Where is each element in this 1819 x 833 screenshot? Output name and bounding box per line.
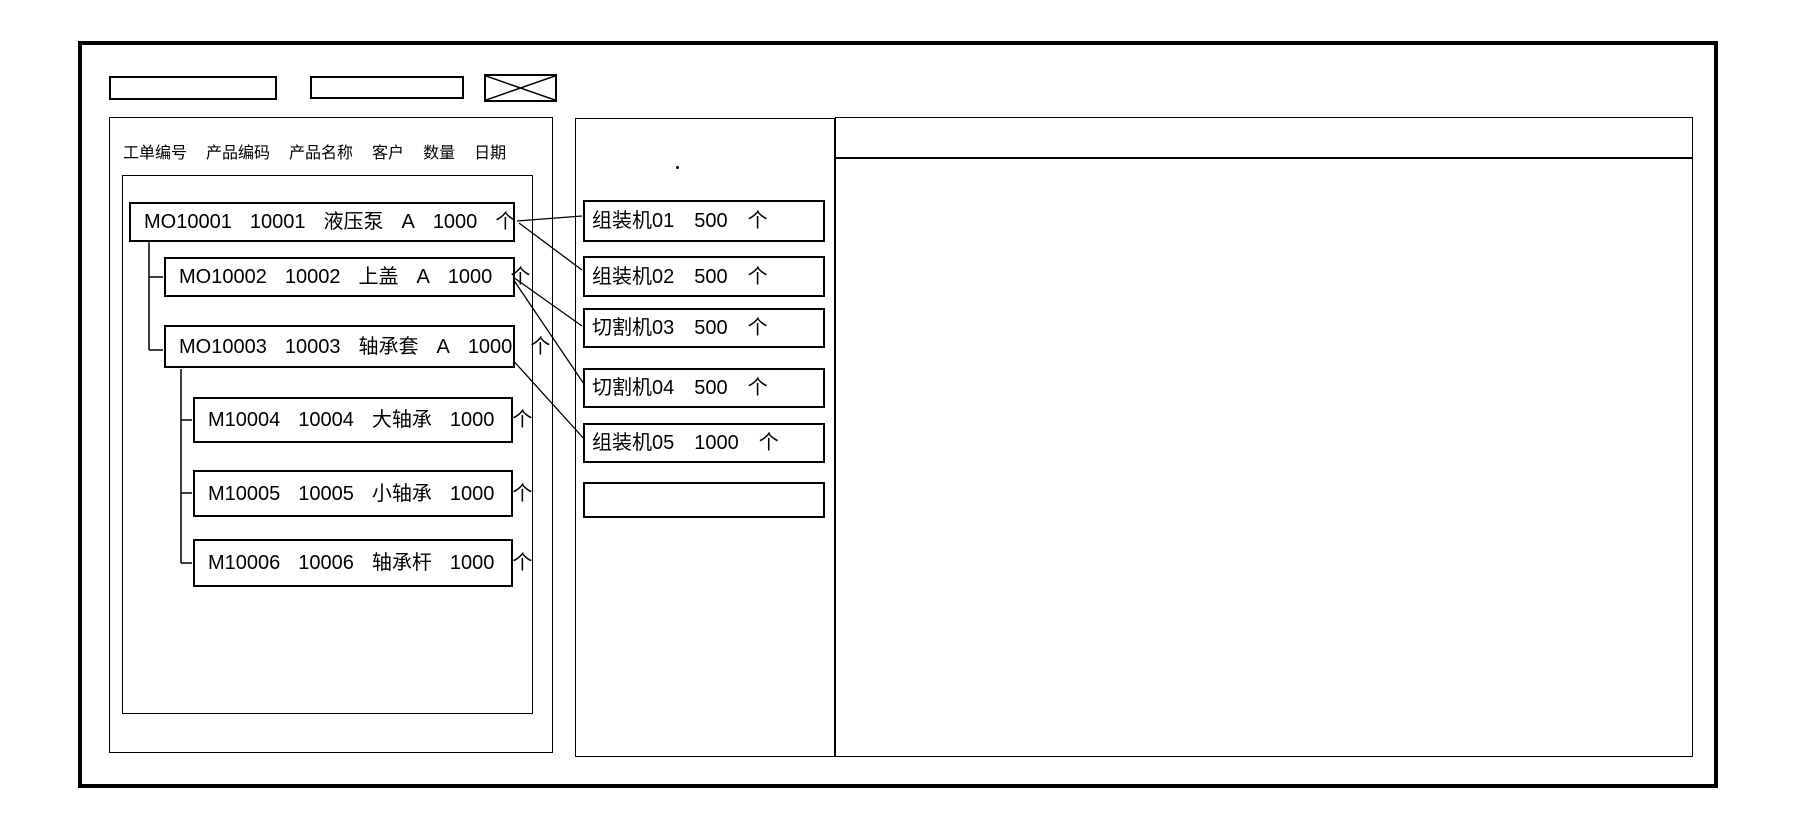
work-order-column-header: 工单编号 产品编码 产品名称 客户 数量 日期 [123, 146, 506, 162]
product-code: 10002 [284, 266, 341, 288]
window-frame [78, 41, 1718, 788]
machine-node-05[interactable]: 组装机05 1000 个 [583, 423, 825, 463]
column-qty: 数量 [423, 145, 456, 162]
order-node-m10005[interactable]: M10005 10005 小轴承 1000 个 [193, 470, 532, 517]
product-name: 上盖 [358, 266, 399, 288]
machine-unit: 个 [747, 377, 768, 399]
close-x-line-2 [486, 76, 555, 100]
column-customer: 客户 [372, 145, 405, 162]
order-no: MO10003 [179, 335, 267, 358]
machine-node-03[interactable]: 切割机03 500 个 [583, 308, 825, 348]
machine-unit: 个 [747, 317, 768, 339]
customer: A [401, 211, 415, 233]
qty: 1000 [447, 266, 493, 288]
order-node-mo10002[interactable]: MO10002 10002 上盖 A 1000 个 [164, 257, 530, 297]
machine-name: 切割机03 [592, 317, 675, 339]
qty: 1000 [432, 211, 478, 233]
order-node-mo10003[interactable]: MO10003 10003 轴承套 A 1000 个 [164, 325, 550, 368]
detail-panel [835, 117, 1693, 757]
machine-name: 组装机05 [592, 432, 675, 454]
product-name: 轴承套 [358, 335, 419, 358]
customer: A [436, 335, 450, 358]
qty: 1000 [449, 482, 495, 505]
qty: 1000 [467, 335, 513, 358]
product-name: 轴承杆 [371, 552, 432, 574]
qty: 1000 [449, 409, 495, 431]
machine-qty: 1000 [694, 432, 739, 454]
machine-unit: 个 [747, 265, 768, 288]
product-code: 10003 [284, 335, 341, 358]
machine-name: 切割机04 [592, 377, 675, 399]
machine-node-02[interactable]: 组装机02 500 个 [583, 256, 825, 297]
product-code: 10006 [298, 552, 354, 574]
product-code: 10001 [249, 211, 306, 233]
machine-name: 组装机01 [592, 210, 675, 232]
machine-unit: 个 [758, 432, 779, 454]
machine-node-01[interactable]: 组装机01 500 个 [583, 200, 825, 242]
unit: 个 [512, 552, 533, 574]
product-name: 大轴承 [371, 409, 432, 431]
machine-node-04[interactable]: 切割机04 500 个 [583, 368, 825, 408]
unit: 个 [512, 409, 533, 431]
column-product-code: 产品编码 [206, 145, 271, 162]
column-date: 日期 [474, 145, 507, 162]
machine-qty: 500 [694, 210, 728, 232]
unit: 个 [530, 335, 551, 358]
order-no: M10005 [208, 482, 281, 505]
close-x-icon [486, 76, 555, 100]
machine-unit: 个 [747, 210, 768, 232]
order-no: M10004 [208, 409, 281, 431]
column-product-name: 产品名称 [289, 145, 354, 162]
machine-qty: 500 [694, 317, 728, 339]
order-tree-container [122, 175, 533, 714]
order-node-m10006[interactable]: M10006 10006 轴承杆 1000 个 [193, 539, 532, 587]
customer: A [416, 266, 430, 288]
toolbar-field-2[interactable] [310, 76, 464, 99]
qty: 1000 [449, 552, 495, 574]
detail-panel-header [836, 118, 1692, 159]
order-no: M10006 [208, 552, 281, 574]
machine-name: 组装机02 [592, 265, 675, 288]
product-code: 10004 [298, 409, 354, 431]
machine-node-empty[interactable] [583, 482, 825, 518]
unit: 个 [510, 266, 531, 288]
unit: 个 [512, 482, 533, 505]
order-no: MO10001 [144, 211, 232, 233]
column-order-no: 工单编号 [123, 145, 188, 162]
stray-dot-mark [676, 166, 679, 169]
order-node-mo10001[interactable]: MO10001 10001 液压泵 A 1000 个 [129, 202, 515, 242]
product-name: 液压泵 [323, 211, 384, 233]
close-button[interactable] [484, 74, 557, 102]
machine-qty: 500 [694, 377, 728, 399]
product-name: 小轴承 [371, 482, 432, 505]
order-node-m10004[interactable]: M10004 10004 大轴承 1000 个 [193, 397, 532, 443]
product-code: 10005 [298, 482, 354, 505]
order-no: MO10002 [179, 266, 267, 288]
toolbar-field-1[interactable] [109, 76, 277, 100]
machine-qty: 500 [694, 265, 728, 288]
unit: 个 [495, 211, 516, 233]
